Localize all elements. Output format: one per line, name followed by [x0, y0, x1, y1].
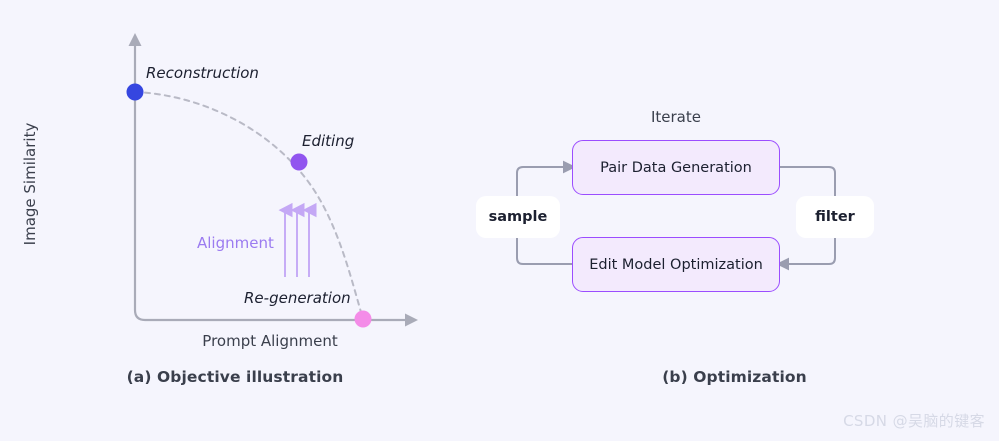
x-axis-label: Prompt Alignment [202, 332, 338, 350]
point-label-reconstruction: Reconstruction [146, 64, 259, 82]
panel-a-caption: (a) Objective illustration [126, 368, 344, 386]
y-axis-label: Image Similarity [21, 122, 39, 246]
alignment-arrow-group [278, 202, 317, 277]
watermark: CSDN @吴脑的键客 [843, 412, 985, 430]
point-label-editing: Editing [302, 132, 355, 150]
iterate-label: Iterate [650, 108, 701, 126]
alignment-label: Alignment [197, 234, 274, 252]
data-point-re-generation[interactable] [354, 310, 372, 328]
chart-axes [133, 52, 400, 322]
objective-chart-svg [126, 33, 418, 328]
tradeoff-curve [134, 91, 364, 320]
edge-label-filter: filter [796, 196, 874, 238]
data-point-reconstruction[interactable] [126, 83, 144, 101]
panel-b-caption: (b) Optimization [662, 368, 807, 386]
point-label-re-generation: Re-generation [244, 289, 351, 307]
edge-label-sample: sample [476, 196, 560, 238]
flow-box-pair-data-generation[interactable]: Pair Data Generation [572, 140, 780, 195]
flow-box-edit-model-optimization[interactable]: Edit Model Optimization [572, 237, 780, 292]
data-point-editing[interactable] [290, 153, 308, 171]
panel-objective-illustration: Reconstruction Editing Re-generation Ali… [0, 0, 470, 441]
panel-optimization: Iterate Pair Data Generation Edit Model … [470, 0, 999, 441]
